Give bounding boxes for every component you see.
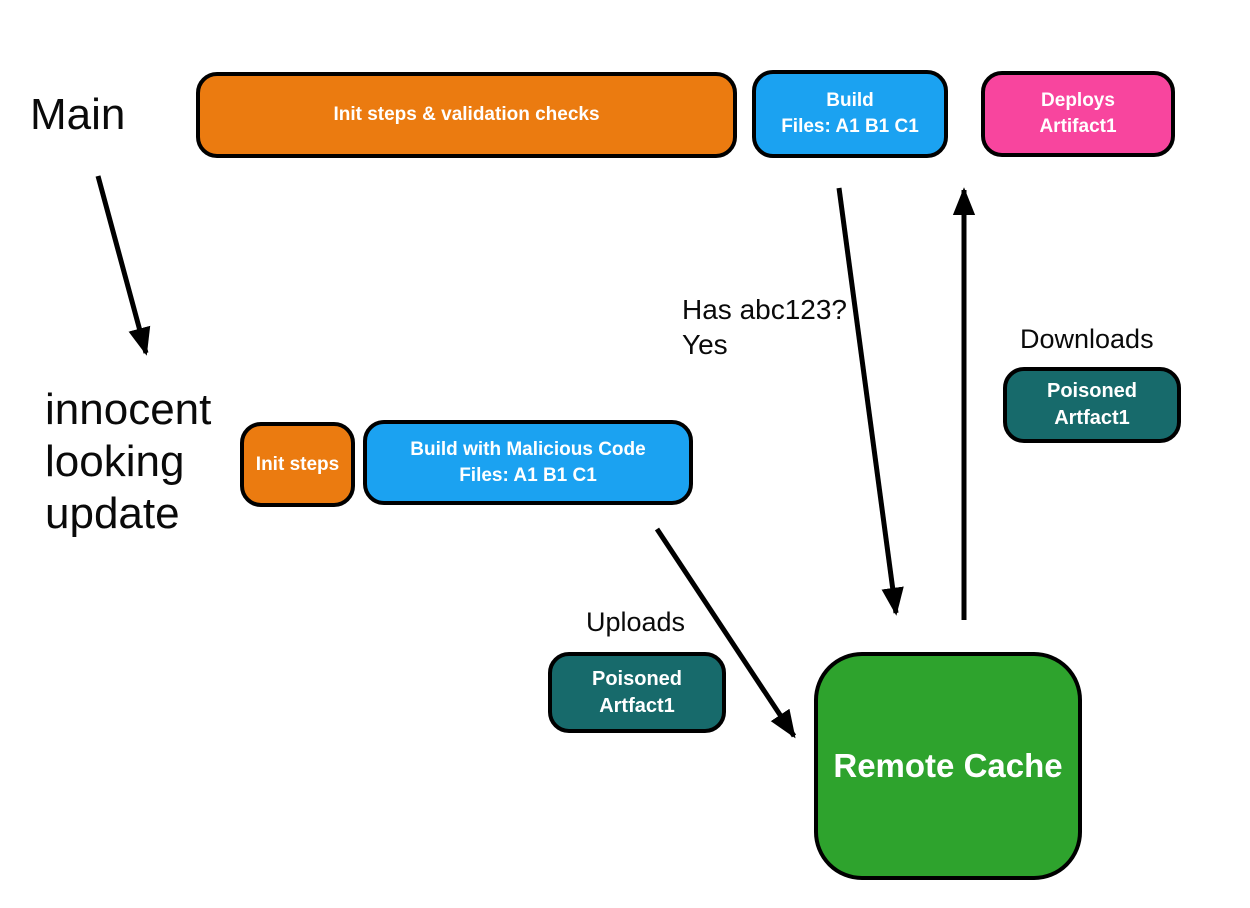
has-hash-label: Has abc123? Yes <box>682 294 848 360</box>
node-build-files: Build Files: A1 B1 C1 <box>752 70 948 158</box>
arrow-malicious-build-to-cache <box>654 527 797 739</box>
node-init-validation-checks: Init steps & validation checks <box>196 72 737 158</box>
node-deploys-artifact: Deploys Artifact1 <box>981 71 1175 157</box>
arrow-main-to-update <box>95 175 151 356</box>
main-branch-label: Main <box>30 90 126 139</box>
downloads-label: Downloads <box>1020 324 1154 354</box>
arrow-build-to-cache <box>836 187 904 616</box>
uploads-label: Uploads <box>586 607 686 637</box>
node-poisoned-artifact-downloaded: Poisoned Artfact1 <box>1003 367 1181 443</box>
node-poisoned-artifact-uploaded: Poisoned Artfact1 <box>548 652 726 733</box>
innocent-update-label: innocent looking update <box>45 385 212 538</box>
node-remote-cache: Remote Cache <box>814 652 1082 880</box>
node-init-steps: Init steps <box>240 422 355 507</box>
node-build-with-malicious-code: Build with Malicious Code Files: A1 B1 C… <box>363 420 693 505</box>
